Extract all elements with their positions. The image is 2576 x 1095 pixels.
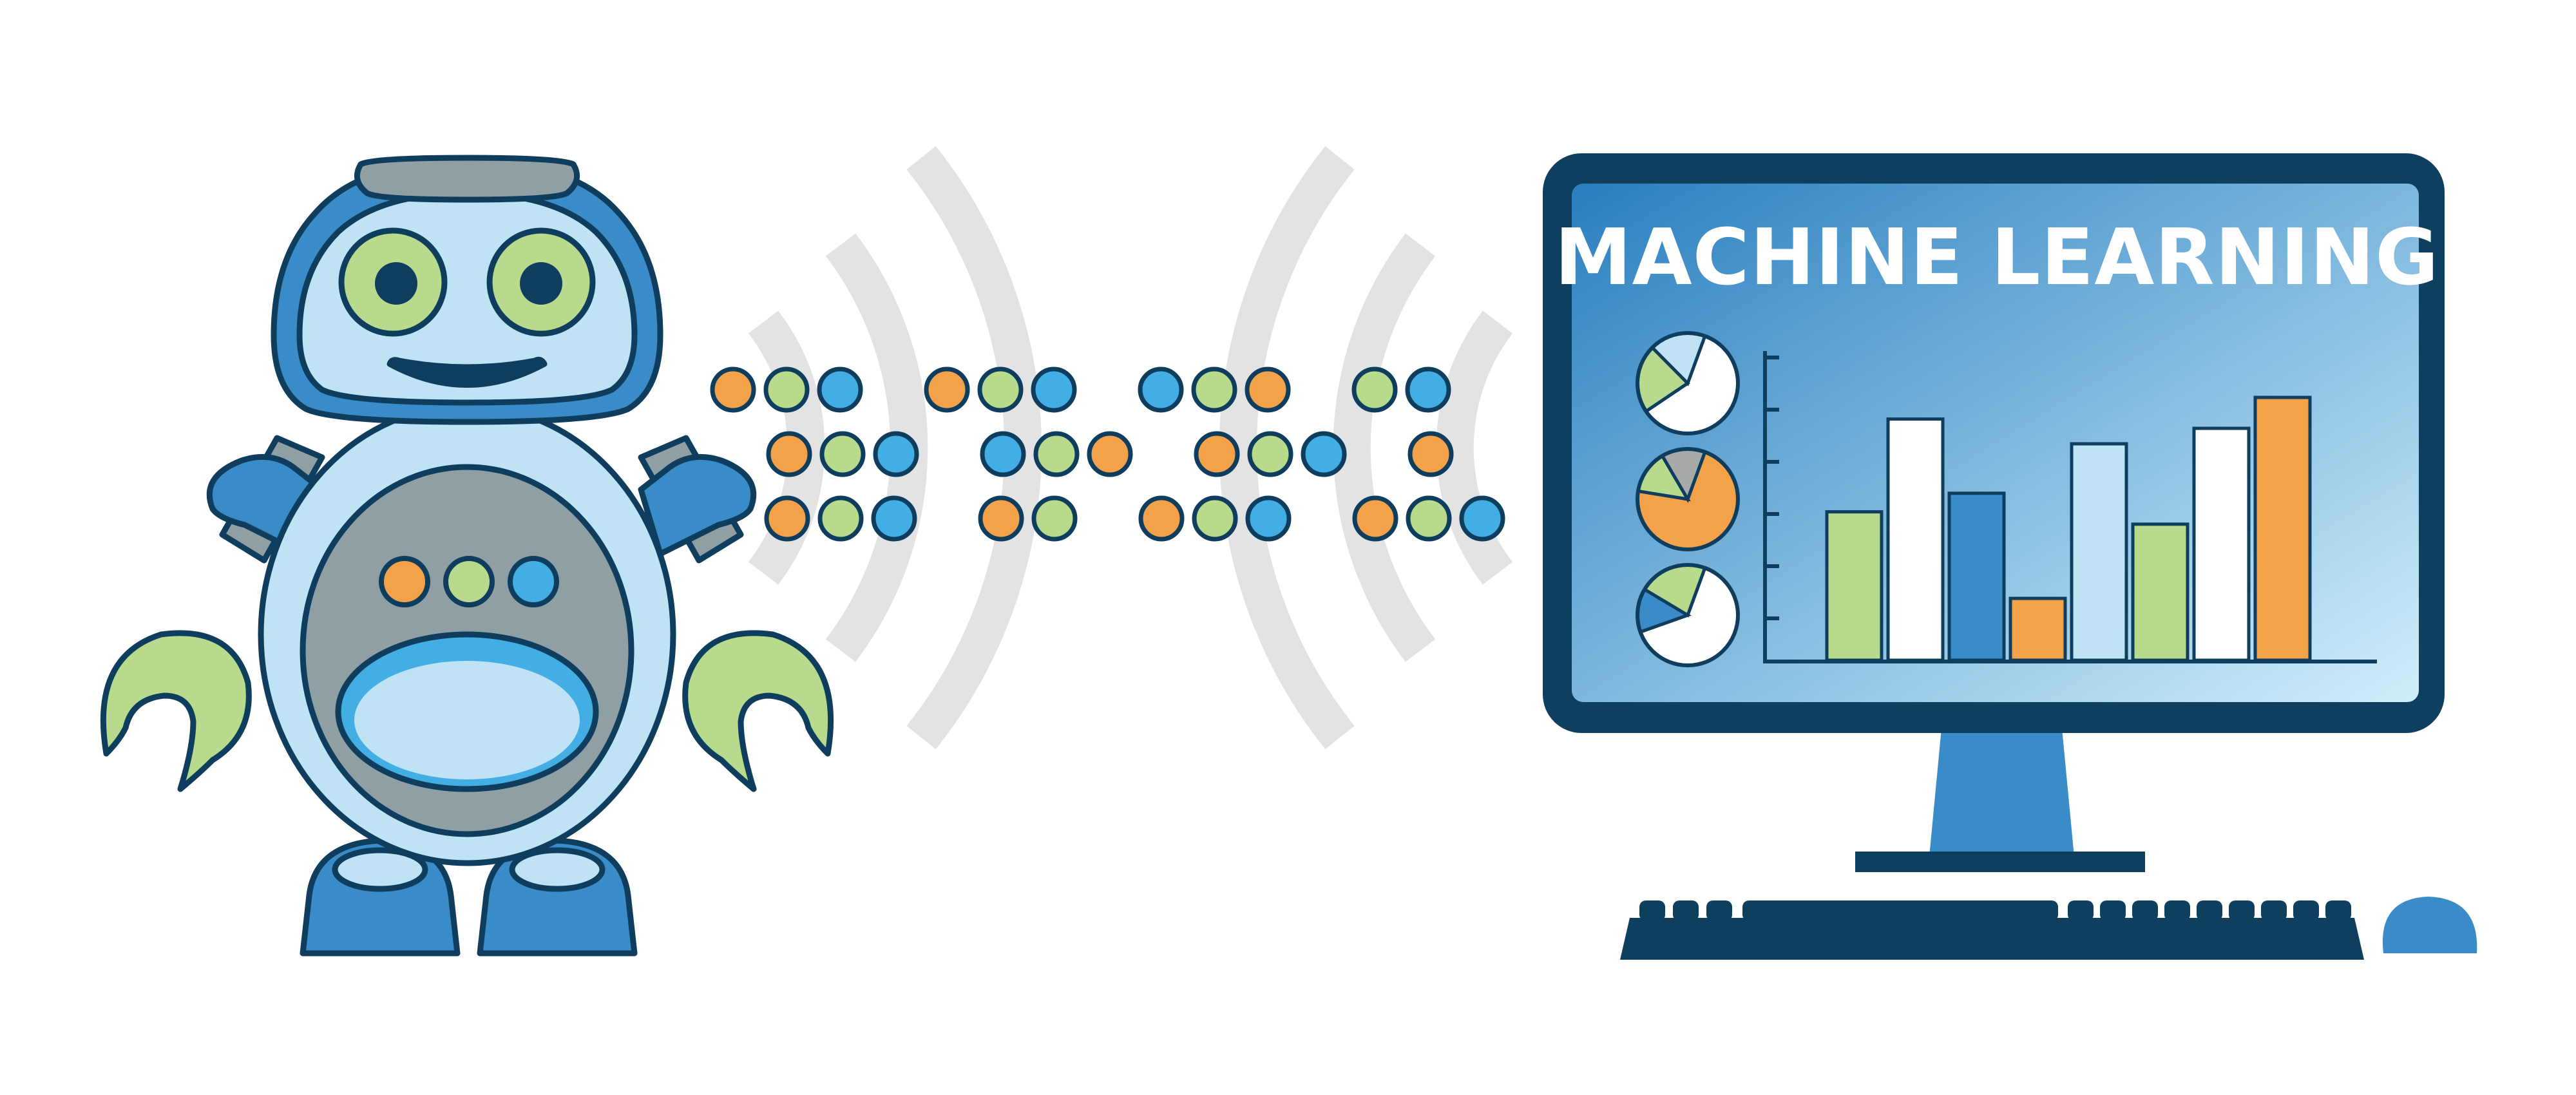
- robot: [100, 155, 834, 957]
- data-dots: [710, 367, 1505, 542]
- data-dot-blue: [1031, 367, 1077, 413]
- robot-left-foot-highlight: [332, 847, 428, 892]
- robot-chest-light: [508, 556, 559, 607]
- data-dot-green: [1033, 431, 1080, 477]
- keyboard-key: [2293, 900, 2319, 921]
- robot-head-cap: [354, 155, 580, 203]
- keyboard-key: [2100, 900, 2126, 921]
- bar-7: [2192, 426, 2251, 662]
- keyboard-keys: [1639, 900, 2351, 921]
- data-dot-green: [1031, 495, 1078, 542]
- pie-charts: [1636, 331, 1740, 667]
- robot-belly-screen: [354, 661, 580, 779]
- screen-title: MACHINE LEARNING: [1554, 213, 2439, 303]
- pie-outline: [1636, 331, 1740, 435]
- keyboard: [1620, 900, 2364, 960]
- monitor-stand: [1929, 721, 2074, 857]
- data-dot-blue: [871, 495, 917, 542]
- robot-right-shoulder: [638, 453, 757, 557]
- mouse: [2382, 897, 2477, 953]
- keyboard-key: [1742, 900, 2058, 921]
- data-dot-blue: [1405, 367, 1451, 413]
- data-dot-green: [1247, 431, 1293, 477]
- data-dot-green: [1351, 367, 1398, 413]
- data-dot-blue: [817, 367, 863, 413]
- data-dot-blue: [980, 431, 1026, 477]
- keyboard-key: [2132, 900, 2158, 921]
- bar-2: [1886, 417, 1945, 662]
- data-dot-green: [977, 367, 1024, 413]
- data-dot-orange: [978, 495, 1024, 542]
- keyboard-key: [1673, 900, 1699, 921]
- keyboard-key: [2261, 900, 2287, 921]
- robot-left-pupil: [375, 262, 417, 305]
- keyboard-key: [1706, 900, 1732, 921]
- keyboard-key: [2229, 900, 2255, 921]
- bar-chart-bars: [1825, 395, 2312, 662]
- bar-4: [2008, 596, 2067, 662]
- data-dot-blue: [873, 431, 919, 477]
- data-dot-orange: [710, 367, 756, 413]
- data-dot-orange: [1194, 431, 1240, 477]
- data-dot-blue: [1459, 495, 1505, 542]
- pie-outline: [1636, 563, 1740, 667]
- data-dot-orange: [764, 495, 810, 542]
- chart-y-ticks: [1765, 356, 1779, 620]
- keyboard-key: [1639, 900, 1665, 921]
- data-dot-orange: [766, 431, 812, 477]
- bar-1: [1825, 510, 1884, 662]
- robot-chest-light: [379, 556, 430, 607]
- data-dot-orange: [924, 367, 970, 413]
- robot-mouth: [386, 356, 548, 388]
- computer: [1543, 153, 2477, 960]
- data-dot-green: [763, 367, 810, 413]
- robot-right-pupil: [520, 262, 562, 305]
- keyboard-key: [2164, 900, 2190, 921]
- data-dot-blue: [1138, 367, 1184, 413]
- pie-outline: [1636, 447, 1740, 551]
- right-signal-arc-mid: [1333, 233, 1436, 662]
- keyboard-key: [2197, 900, 2222, 921]
- signal-waves: [748, 146, 1513, 750]
- data-dot-orange: [1138, 495, 1185, 542]
- data-dot-blue: [1301, 431, 1347, 477]
- data-dot-orange: [1352, 495, 1398, 542]
- robot-left-claw: [100, 630, 252, 792]
- robot-right-foot-highlight: [509, 847, 606, 892]
- data-dot-green: [1192, 495, 1238, 542]
- data-dot-orange: [1245, 367, 1291, 413]
- keyboard-key: [2068, 900, 2094, 921]
- bar-8: [2253, 395, 2312, 662]
- data-dot-blue: [1245, 495, 1292, 542]
- data-dot-green: [817, 495, 864, 542]
- keyboard-key: [2325, 900, 2351, 921]
- data-dot-orange: [1087, 431, 1133, 477]
- robot-chest-light: [443, 556, 495, 607]
- data-dot-green: [1191, 367, 1237, 413]
- robot-right-claw: [682, 630, 834, 792]
- bar-6: [2131, 522, 2190, 662]
- robot-chest-lights: [379, 556, 559, 607]
- keyboard-base: [1620, 918, 2364, 960]
- bar-5: [2070, 442, 2128, 662]
- data-dot-orange: [1407, 431, 1454, 477]
- data-dot-green: [819, 431, 866, 477]
- data-dot-green: [1406, 495, 1452, 542]
- bar-3: [1947, 491, 2006, 662]
- monitor-stand-base: [1855, 852, 2145, 872]
